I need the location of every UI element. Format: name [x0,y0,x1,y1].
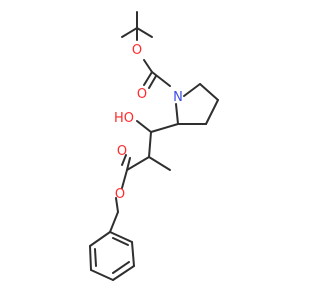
carbamate-group [143,59,171,89]
atom-label-ester-carbonyl-oxygen: O [117,144,127,159]
bond-benzene-c2-c3 [131,241,135,267]
bond-carbonyl-carbon-to-oxygen-a [143,71,153,86]
bond-carbinol-carbon-to-hydroxyl [136,120,152,133]
bond-benzene-inner-double-2 [112,261,130,274]
bond-nitrogen-to-ring-c5 [183,83,201,97]
tert-butyl-group [121,11,153,41]
atom-label-hydroxyl: HO [114,111,134,126]
bond-alpha-carbon-to-ester-carbon [126,156,150,171]
bond-ester-carbon-to-carbonyl-oxygen-a [126,157,131,171]
atom-label-carbamate-ether-oxygen: O [132,43,142,58]
bond-ester-carbon-to-ether-oxygen [121,169,128,189]
bond-carbonyl-carbon-to-nitrogen [151,71,171,87]
bond-benzyl-ch2-to-ring [109,211,119,233]
molecule-structure-canvas: O O N HO O O [89,11,219,281]
atom-label-carbamate-carbonyl-oxygen: O [137,87,147,102]
bond-tbu-quat-to-right-methyl [136,27,153,38]
atom-label-ring-nitrogen: N [173,90,183,105]
bond-ring-c5-to-c4 [199,83,219,101]
bond-ring-c2-to-nitrogen [175,103,179,125]
bond-benzene-c6-c1 [89,231,111,247]
bond-benzene-c4-c5 [90,269,114,281]
benzene-ring [89,231,135,281]
bond-ether-oxygen-to-benzyl-ch2 [115,197,119,213]
atom-labels: O O N HO O O [114,43,183,202]
bond-ring-c2-to-carbinol-carbon [150,123,179,133]
pyrrolidine-ring [175,83,219,125]
bond-carbonyl-carbon-to-oxygen-b [148,75,157,89]
bond-tbu-quat-to-left-methyl [121,27,138,38]
bond-carbinol-carbon-to-alpha-carbon [148,131,152,158]
bond-benzene-c3-c4 [112,265,135,281]
bond-benzene-inner-double-1 [112,237,129,246]
bond-benzene-c5-c6 [89,245,92,271]
bond-ring-c4-to-c3 [205,99,219,125]
bond-alpha-carbon-to-methyl [148,156,171,171]
atom-label-ester-ether-oxygen: O [115,187,125,202]
bond-benzene-c1-c2 [109,231,133,243]
ester-group [109,154,131,233]
bond-ester-carbon-to-carbonyl-oxygen-b [121,154,127,166]
bond-ether-oxygen-to-carbonyl-carbon [143,59,153,73]
molecule-diagram: O O N HO O O [89,11,219,281]
bond-benzene-inner-double-3 [94,248,97,267]
side-chain [126,120,179,171]
